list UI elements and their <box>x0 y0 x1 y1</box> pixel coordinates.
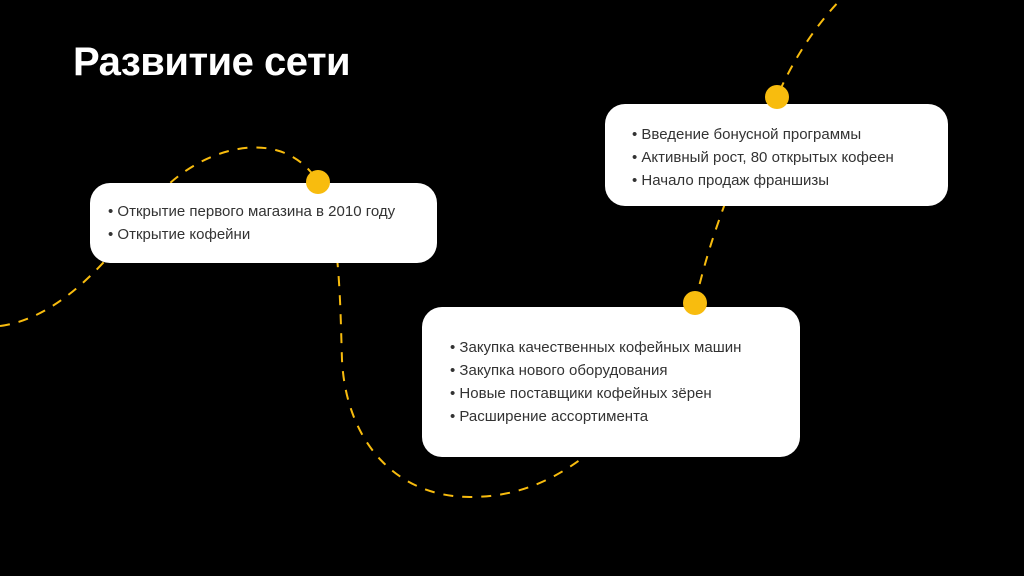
page-title: Развитие сети <box>73 40 351 84</box>
milestone-item: Закупка нового оборудования <box>450 359 800 382</box>
milestone-item: Активный рост, 80 открытых кофеен <box>632 146 948 169</box>
milestone-dot-1 <box>306 170 330 194</box>
milestone-item: Открытие кофейни <box>108 223 437 246</box>
milestone-item: Введение бонусной программы <box>632 123 948 146</box>
milestone-item: Новые поставщики кофейных зёрен <box>450 382 800 405</box>
milestone-card-3: Введение бонусной программы Активный рос… <box>605 104 948 206</box>
milestone-item: Открытие первого магазина в 2010 году <box>108 200 437 223</box>
milestone-card-1: Открытие первого магазина в 2010 году От… <box>90 183 437 263</box>
milestone-dot-3 <box>765 85 789 109</box>
milestone-item: Начало продаж франшизы <box>632 169 948 192</box>
milestone-dot-2 <box>683 291 707 315</box>
milestone-item: Расширение ассортимента <box>450 405 800 428</box>
milestone-card-2: Закупка качественных кофейных машин Заку… <box>422 307 800 457</box>
milestone-item: Закупка качественных кофейных машин <box>450 336 800 359</box>
